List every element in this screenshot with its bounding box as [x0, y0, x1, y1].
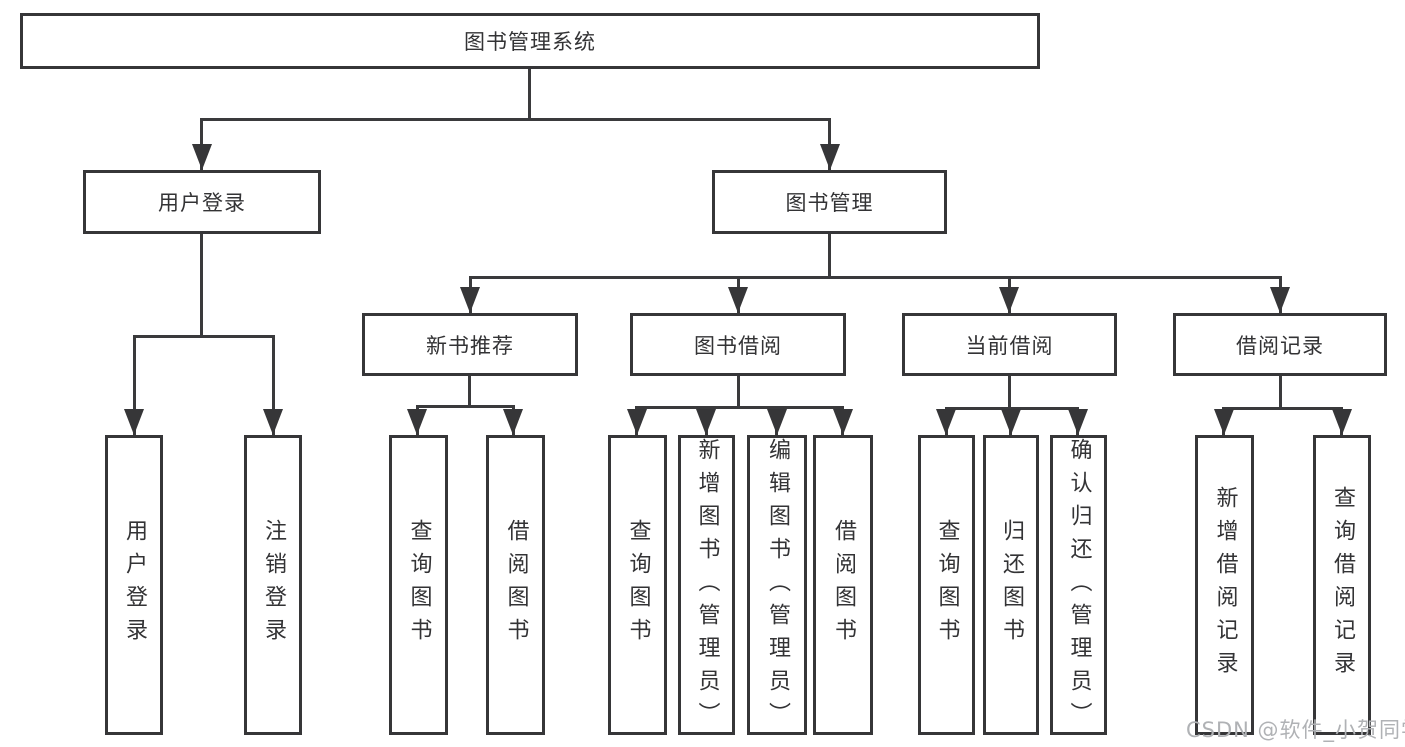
- arrow-down-icon: [936, 409, 956, 435]
- leaf-query-borrow-record-label: 查询借阅记录: [1330, 486, 1355, 684]
- connector-book-management-trunk: [828, 233, 831, 276]
- connector-stem-leaf-user-login: [133, 335, 136, 435]
- arrow-down-icon: [999, 287, 1019, 313]
- leaf-borrow-books-label: 借阅图书: [831, 519, 856, 651]
- connector-root-trunk: [528, 69, 531, 118]
- leaf-add-book-admin-label: 新增图书（管理员）: [694, 438, 720, 735]
- leaf-confirm-return-admin-label: 确认归还（管理员）: [1066, 438, 1092, 735]
- arrow-down-icon: [124, 409, 144, 435]
- leaf-borrow-books: 借阅图书: [813, 435, 873, 735]
- connector-g3-trunk: [1008, 376, 1011, 407]
- node-current-borrow-label: 当前借阅: [965, 333, 1054, 358]
- leaf-return-book-label: 归还图书: [999, 519, 1024, 651]
- arrow-down-icon: [460, 287, 480, 313]
- node-borrow-records: 借阅记录: [1173, 313, 1387, 376]
- leaf-user-login-label: 用户登录: [122, 519, 147, 651]
- leaf-query-books-recommend: 查询图书: [389, 435, 448, 735]
- node-root-label: 图书管理系统: [464, 30, 596, 54]
- connector-level3-rail: [469, 276, 1282, 279]
- node-new-book-recommend-label: 新书推荐: [426, 333, 514, 358]
- arrow-down-icon: [503, 409, 523, 435]
- connector-user-login-rail: [133, 335, 275, 338]
- node-book-management-label: 图书管理: [785, 191, 874, 215]
- leaf-query-borrow-record: 查询借阅记录: [1313, 435, 1371, 735]
- arrow-down-icon: [1332, 409, 1352, 435]
- leaf-return-book: 归还图书: [983, 435, 1039, 735]
- arrow-down-icon: [1068, 409, 1088, 435]
- connector-user-login-trunk: [200, 233, 203, 335]
- arrow-down-icon: [407, 409, 427, 435]
- leaf-query-books-current-label: 查询图书: [934, 519, 960, 651]
- node-new-book-recommend: 新书推荐: [362, 313, 578, 376]
- arrow-down-icon: [627, 409, 647, 435]
- node-user-login: 用户登录: [83, 170, 321, 234]
- leaf-logout-label: 注销登录: [261, 519, 286, 651]
- connector-g1-rail: [416, 405, 515, 408]
- arrow-down-icon: [767, 409, 787, 435]
- leaf-add-borrow-record: 新增借阅记录: [1195, 435, 1254, 735]
- connector-g2-trunk: [737, 376, 740, 406]
- connector-g1-trunk: [468, 376, 471, 407]
- connector-g4-trunk: [1279, 376, 1282, 407]
- arrow-down-icon: [1214, 409, 1234, 435]
- leaf-edit-book-admin-label: 编辑图书（管理员）: [765, 438, 790, 735]
- leaf-query-books-borrow: 查询图书: [608, 435, 667, 735]
- connector-level2-rail: [200, 118, 831, 121]
- node-current-borrow: 当前借阅: [902, 313, 1117, 376]
- arrow-down-icon: [820, 144, 840, 170]
- node-user-login-label: 用户登录: [158, 191, 246, 215]
- arrow-down-icon: [696, 409, 716, 435]
- arrow-down-icon: [192, 144, 212, 170]
- connector-g3-rail: [945, 407, 1079, 410]
- arrow-down-icon: [728, 287, 748, 313]
- leaf-logout: 注销登录: [244, 435, 302, 735]
- node-borrow-records-label: 借阅记录: [1236, 333, 1324, 358]
- leaf-query-books-recommend-label: 查询图书: [406, 519, 432, 651]
- watermark: CSDN @软件_小贺同学: [1186, 718, 1405, 742]
- leaf-borrow-books-recommend-label: 借阅图书: [503, 519, 529, 651]
- arrow-down-icon: [1270, 287, 1290, 313]
- node-book-borrow: 图书借阅: [630, 313, 846, 376]
- arrow-down-icon: [833, 409, 853, 435]
- arrow-down-icon: [1001, 409, 1021, 435]
- leaf-borrow-books-recommend: 借阅图书: [486, 435, 545, 735]
- connector-g2-rail: [635, 406, 844, 409]
- leaf-query-books-current: 查询图书: [918, 435, 975, 735]
- leaf-add-borrow-record-label: 新增借阅记录: [1212, 486, 1238, 684]
- leaf-add-book-admin: 新增图书（管理员）: [678, 435, 735, 735]
- connector-g4-rail: [1222, 407, 1343, 410]
- connector-stem-leaf-logout: [272, 335, 275, 435]
- leaf-user-login: 用户登录: [105, 435, 163, 735]
- leaf-query-books-borrow-label: 查询图书: [625, 519, 651, 651]
- node-book-borrow-label: 图书借阅: [694, 333, 782, 358]
- arrow-down-icon: [263, 409, 283, 435]
- node-root: 图书管理系统: [20, 13, 1040, 69]
- node-book-management: 图书管理: [712, 170, 947, 234]
- leaf-confirm-return-admin: 确认归还（管理员）: [1050, 435, 1107, 735]
- leaf-edit-book-admin: 编辑图书（管理员）: [747, 435, 807, 735]
